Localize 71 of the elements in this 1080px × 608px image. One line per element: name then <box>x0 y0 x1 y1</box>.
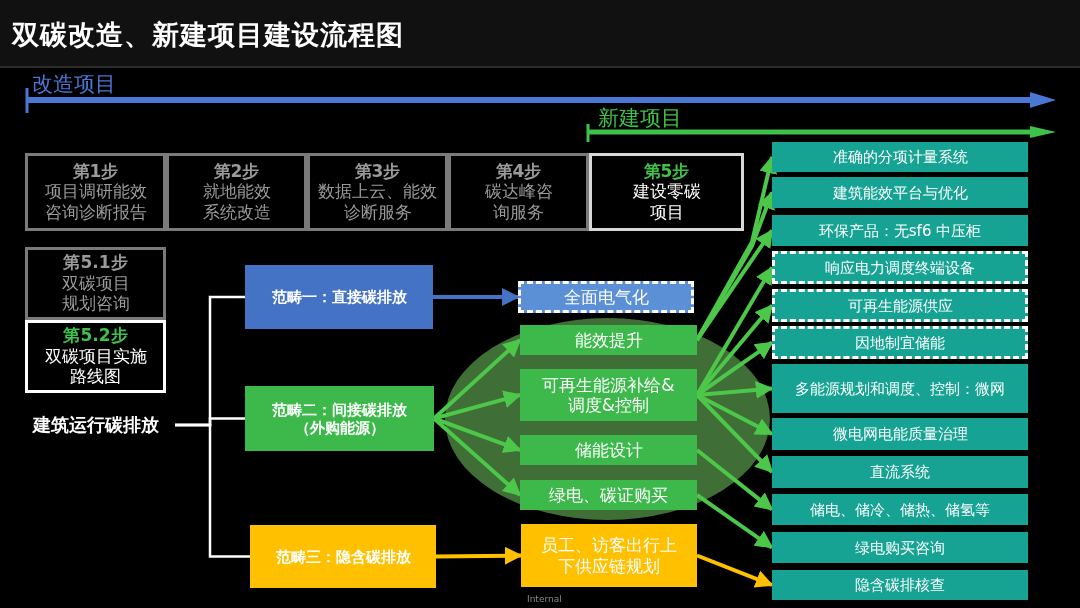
solution-box <box>772 418 1028 450</box>
solution-box <box>772 570 1028 600</box>
step-box <box>307 153 448 231</box>
measure-text: 员工、访客出行上下供应链规划 <box>540 535 678 576</box>
step-text: 碳达峰咨询服务 <box>483 181 554 223</box>
solution-text: 隐含碳排核查 <box>855 576 945 594</box>
arrow <box>696 553 774 588</box>
solution-text: 可再生能源供应 <box>847 296 953 315</box>
solution-box <box>772 289 1028 322</box>
measure-text: 可再生能源补给&调度&控制 <box>541 374 676 416</box>
step-box <box>448 153 589 231</box>
solution-text: 环保产品：无sf6 中压柜 <box>818 221 982 240</box>
step-number: 第1步 <box>72 161 119 182</box>
step-box <box>25 320 166 393</box>
measure-box <box>518 281 694 313</box>
step-text: 项目调研能效咨询诊断报告 <box>43 181 148 223</box>
solution-text: 多能源规划和调度、控制：微网 <box>795 379 1005 398</box>
measure-box <box>520 480 697 510</box>
step-number: 第5步 <box>643 161 690 182</box>
measure-text: 储能设计 <box>574 439 643 461</box>
step-box <box>25 247 166 320</box>
timeline-label: 改造项目 <box>32 71 116 98</box>
step-box <box>166 153 307 231</box>
arrow <box>435 546 523 565</box>
solution-box <box>772 215 1028 246</box>
solution-text: 准确的分项计量系统 <box>832 148 968 166</box>
measure-box <box>520 435 697 465</box>
solution-text: 建筑能效平台与优化 <box>832 183 968 202</box>
measure-text: 能效提升 <box>574 329 643 351</box>
solution-text: 响应电力调度终端设备 <box>825 258 975 277</box>
measure-box <box>520 325 697 355</box>
step-number: 第3步 <box>354 161 401 182</box>
solution-text: 微电网电能质量治理 <box>832 425 968 443</box>
category-text: 范畴三：隐含碳排放 <box>275 547 411 566</box>
step-text: 双碳项目规划咨询 <box>60 272 131 314</box>
arrow <box>433 288 520 306</box>
measure-text: 全面电气化 <box>563 286 649 308</box>
step-box <box>25 153 166 231</box>
solution-box <box>772 142 1028 172</box>
measure-box <box>521 524 697 587</box>
solution-box <box>772 251 1028 284</box>
step-number: 第2步 <box>213 161 260 182</box>
solution-box <box>772 177 1028 208</box>
source-text: 建筑运行碳排放 <box>33 414 159 436</box>
solution-text: 直流系统 <box>870 463 930 481</box>
solution-text: 绿电购买咨询 <box>855 538 945 557</box>
solution-text: 因地制宜储能 <box>855 333 945 352</box>
step-text: 建设零碳项目 <box>631 181 702 223</box>
category-box <box>245 386 434 451</box>
solution-text: 储电、储冷、储热、储氢等 <box>810 500 990 519</box>
category-box <box>245 265 433 329</box>
step-number: 第5.1步 <box>63 253 128 273</box>
category-text: 范畴二：间接碳排放（外购能源） <box>271 400 408 437</box>
solution-box <box>772 364 1028 413</box>
measure-text: 绿电、碳证购买 <box>549 484 668 506</box>
step-box <box>589 153 744 231</box>
title: 双碳改造、新建项目建设流程图 <box>12 18 404 52</box>
solution-box <box>772 494 1028 525</box>
category-text: 范畴一：直接碳排放 <box>271 288 407 306</box>
step-text: 双碳项目实施路线图 <box>43 345 148 387</box>
step-text: 就地能效系统改造 <box>201 181 272 223</box>
solution-box <box>772 326 1028 359</box>
connector-line <box>175 423 250 558</box>
step-text: 数据上云、能效诊断服务 <box>317 181 438 223</box>
step-number: 第5.2步 <box>63 326 128 346</box>
measure-box <box>520 369 697 421</box>
step-number: 第4步 <box>495 161 542 182</box>
solution-box <box>772 532 1028 563</box>
solution-box <box>772 456 1028 488</box>
category-box <box>250 525 436 588</box>
timeline-label: 新建项目 <box>598 105 682 132</box>
